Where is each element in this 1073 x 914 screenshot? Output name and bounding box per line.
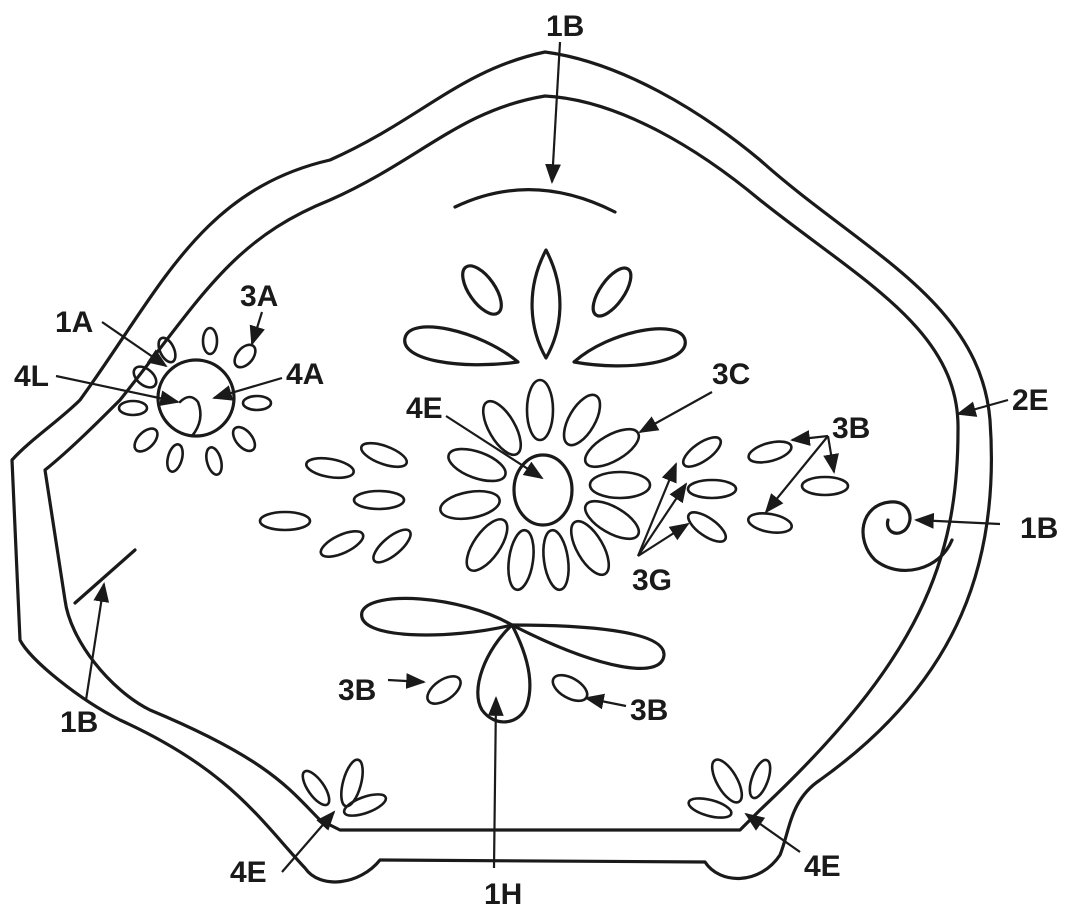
- daisy-petal: [438, 487, 502, 523]
- daisy-petal: [564, 516, 617, 581]
- central-daisy: [438, 380, 650, 591]
- label-3a: 3A: [240, 280, 278, 313]
- arrow-3b-lower-left: [388, 680, 424, 682]
- ribbon-comma-right: [549, 670, 592, 706]
- comma-stroke: [679, 432, 725, 472]
- right-comma-leaves: [679, 432, 848, 547]
- left-comma-leaves: [260, 438, 415, 567]
- arrow-1b-left: [86, 584, 104, 700]
- daisy-petal: [590, 472, 650, 498]
- comma-stroke: [746, 438, 793, 467]
- label-1b-right: 1B: [1020, 512, 1058, 545]
- top-center-leaf: [532, 250, 560, 358]
- small-flower-petal: [130, 363, 160, 392]
- label-4l: 4L: [14, 360, 49, 393]
- daisy-petal: [459, 513, 515, 577]
- small-flower-petal: [203, 328, 217, 354]
- arrow-3b-right-c: [766, 436, 828, 512]
- top-large-leaf-right: [574, 329, 685, 366]
- diagram-labels: 1B 3A 1A 4A 4L 3C 4E 2E 3B 1B 3G 1B 3B 3…: [14, 10, 1058, 911]
- arrow-1a: [102, 322, 166, 366]
- label-1h: 1H: [484, 878, 522, 911]
- comma-stroke: [305, 455, 355, 481]
- small-flower-petal: [204, 446, 225, 477]
- comma-stroke: [369, 524, 416, 567]
- comma-stroke: [260, 512, 310, 530]
- comma-stroke: [358, 438, 409, 471]
- small-flower-center-curl: [180, 397, 200, 436]
- comma-stroke: [747, 510, 793, 535]
- small-flower-center: [158, 360, 234, 436]
- comma-stroke: [317, 526, 366, 562]
- small-flower-petal: [165, 443, 186, 474]
- arrow-3b-lower-right: [586, 698, 626, 706]
- daisy-petal: [444, 443, 509, 488]
- bottom-ribbon: [362, 598, 664, 721]
- comma-stroke: [688, 480, 736, 498]
- label-1a: 1A: [55, 306, 93, 339]
- label-4e-bottom-left: 4E: [230, 856, 267, 889]
- daisy-petal: [580, 494, 645, 547]
- label-3g: 3G: [632, 564, 672, 597]
- small-flower-petal: [231, 341, 260, 371]
- label-3c: 3C: [712, 358, 750, 391]
- small-leaf: [687, 795, 734, 822]
- arrow-3c: [640, 392, 712, 432]
- right-spiral-stroke: [863, 502, 952, 571]
- label-3b-right: 3B: [832, 412, 870, 445]
- small-flower-petal: [243, 396, 271, 410]
- daisy-petal: [476, 396, 529, 461]
- daisy-petal: [505, 529, 537, 592]
- arrow-2e: [958, 400, 1008, 414]
- daisy-petal: [540, 529, 572, 592]
- label-4e-center: 4E: [406, 392, 443, 425]
- top-small-leaf-left: [455, 260, 508, 321]
- daisy-petal: [527, 380, 553, 440]
- bottom-right-leaf-cluster: [687, 755, 775, 821]
- top-small-leaf-right: [586, 262, 638, 322]
- top-arc-stroke: [455, 190, 615, 212]
- comma-stroke: [684, 507, 730, 547]
- ribbon-loop-right: [512, 625, 664, 668]
- small-leaf: [342, 790, 389, 820]
- small-flower-petal: [229, 423, 259, 455]
- arrow-4e-bottom-left: [282, 812, 334, 872]
- label-2e: 2E: [1012, 384, 1049, 417]
- arrow-1h: [494, 698, 496, 868]
- top-large-leaf-left: [405, 327, 518, 365]
- label-1b-left: 1B: [60, 706, 98, 739]
- small-flower-petal: [130, 424, 161, 455]
- small-leaf: [746, 757, 775, 800]
- small-leaf: [706, 755, 747, 807]
- ribbon-comma-left: [423, 671, 466, 709]
- top-leaf-cluster: [405, 250, 686, 366]
- small-flower-petal: [119, 401, 147, 415]
- arrow-top-1b: [552, 42, 560, 182]
- arrow-4a: [214, 378, 282, 398]
- label-4e-bottom-right: 4E: [804, 850, 841, 883]
- left-diagonal-stroke: [75, 550, 135, 603]
- arrow-3b-right-a: [792, 436, 828, 440]
- label-3b-lower-right: 3B: [630, 694, 668, 727]
- ribbon-loop-left: [362, 598, 512, 635]
- daisy-petal: [580, 422, 645, 475]
- ribbon-teardrop: [478, 625, 530, 722]
- comma-stroke: [354, 491, 404, 509]
- arrow-3a: [252, 312, 262, 344]
- label-top-1b: 1B: [546, 10, 584, 43]
- comma-stroke: [802, 477, 848, 495]
- arrow-3g-b: [638, 484, 686, 556]
- label-4a: 4A: [286, 358, 324, 391]
- label-3b-lower-left: 3B: [338, 674, 376, 707]
- small-leaf: [337, 757, 367, 808]
